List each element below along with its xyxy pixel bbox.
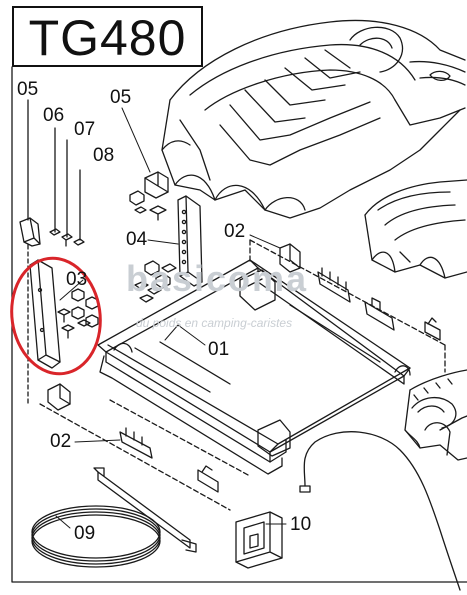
strap-set-09 bbox=[31, 467, 197, 568]
remote-control-part-10 bbox=[235, 511, 283, 569]
callout-03: 03 bbox=[66, 269, 88, 290]
diagram-frame bbox=[11, 66, 467, 583]
frame-part-01 bbox=[97, 259, 411, 475]
model-title-box: TG480 bbox=[12, 6, 203, 67]
callout-02-upper: 02 bbox=[224, 221, 246, 242]
clip-part-05-upper bbox=[144, 171, 169, 199]
model-title: TG480 bbox=[28, 10, 187, 66]
callout-05-upper: 05 bbox=[110, 87, 132, 108]
connector-set-02-upper bbox=[249, 239, 446, 373]
bracket-part-03 bbox=[29, 259, 99, 369]
seat-base-housing bbox=[161, 19, 466, 219]
callout-02-lower: 02 bbox=[50, 431, 72, 452]
bracket-part-04 bbox=[177, 195, 203, 287]
callout-09: 09 bbox=[74, 523, 96, 544]
small-parts-05-08 bbox=[19, 99, 85, 406]
bolt-set-04 bbox=[129, 190, 177, 303]
clip-part-left-lower bbox=[47, 383, 71, 411]
callout-08: 08 bbox=[93, 145, 115, 166]
leader-lines bbox=[55, 107, 287, 529]
callout-07: 07 bbox=[74, 119, 96, 140]
highlight-ellipse-03 bbox=[10, 256, 102, 376]
seat-housing-3 bbox=[404, 369, 467, 461]
callout-10: 10 bbox=[290, 514, 312, 535]
callout-01: 01 bbox=[208, 339, 230, 360]
seat-housing-2 bbox=[364, 179, 467, 279]
callout-05-left: 05 bbox=[17, 79, 39, 100]
cable bbox=[299, 431, 461, 591]
connector-set-02-lower bbox=[39, 399, 251, 511]
callout-06: 06 bbox=[43, 105, 65, 126]
callout-04: 04 bbox=[126, 229, 148, 250]
